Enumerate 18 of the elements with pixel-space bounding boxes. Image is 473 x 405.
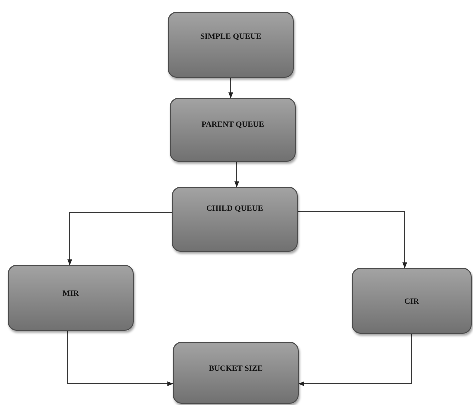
arrow: [234, 162, 240, 188]
process-box: [173, 342, 299, 404]
arrow: [298, 212, 408, 269]
process-box: [172, 187, 298, 252]
box-label: BUCKET SIZE: [209, 364, 263, 372]
box-label: CIR: [404, 296, 420, 306]
arrow: [228, 78, 234, 99]
arrow: [68, 212, 172, 266]
process-box: [170, 98, 296, 162]
arrow: [68, 330, 174, 386]
box-label: SIMPLE QUEUE: [200, 32, 262, 40]
box-label: PARENT QUEUE: [202, 120, 264, 128]
process-box: [352, 268, 472, 334]
box-label: CHILD QUEUE: [206, 204, 264, 213]
process-box: [168, 12, 294, 78]
process-box: [8, 265, 134, 331]
arrow: [298, 334, 412, 386]
box-label: MIR: [62, 288, 80, 298]
